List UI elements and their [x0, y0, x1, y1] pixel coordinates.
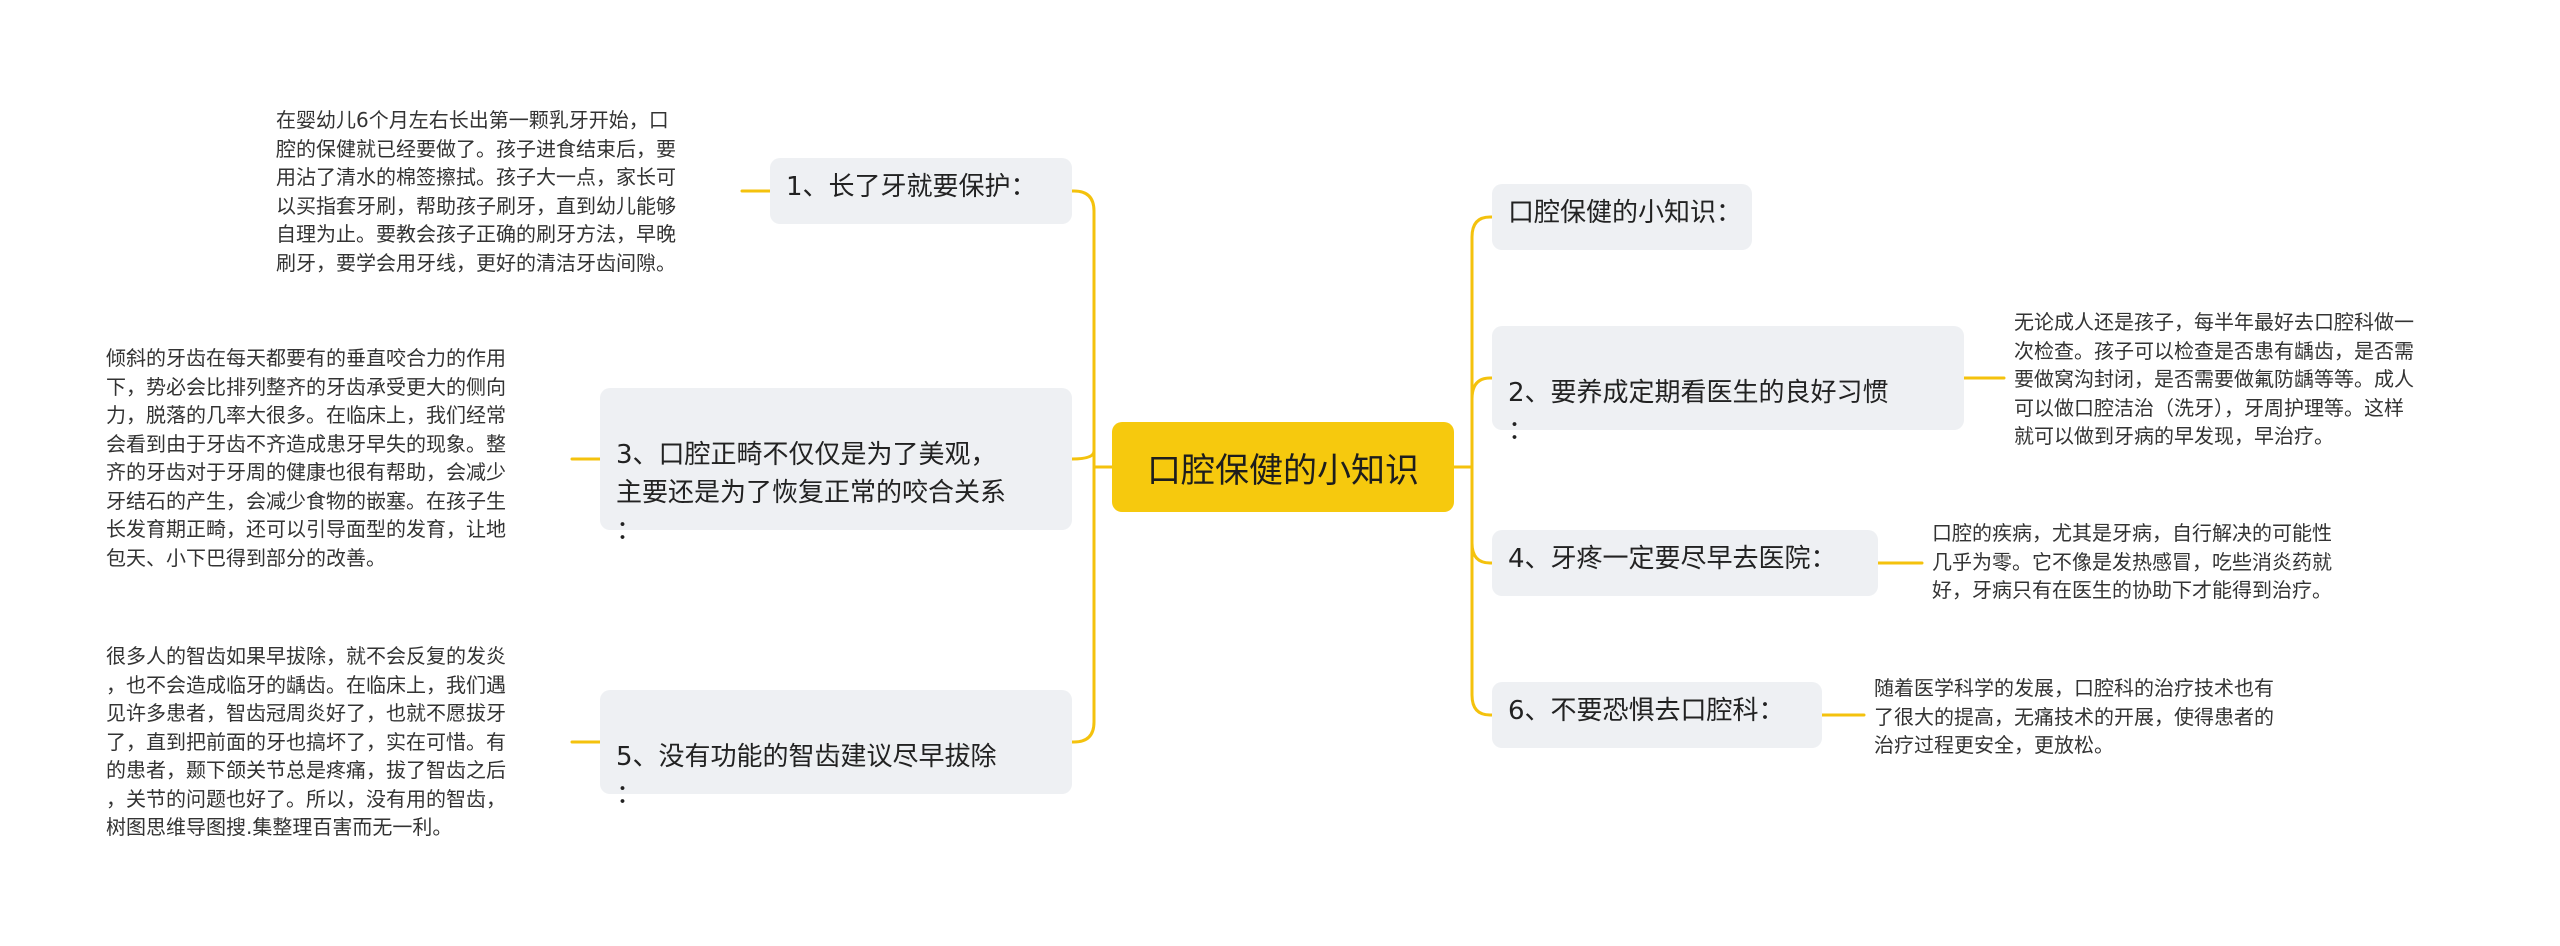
branch-6-detail: 随着医学科学的发展，口腔科的治疗技术也有 了很大的提高，无痛技术的开展，使得患者…	[1874, 676, 2274, 757]
branch-1-node[interactable]: 1、长了牙就要保护：	[770, 158, 1072, 224]
branch-6-label: 6、不要恐惧去口腔科：	[1508, 696, 1785, 726]
branch-5-detail: 很多人的智齿如果早拔除，就不会反复的发炎 ，也不会造成临牙的龋齿。在临床上，我们…	[106, 644, 506, 839]
branch-5-label: 5、没有功能的智齿建议尽早拔除 ：	[616, 742, 997, 810]
branch-2-detail: 无论成人还是孩子，每半年最好去口腔科做一 次检查。孩子可以检查是否患有龋齿，是否…	[2014, 310, 2414, 448]
branch-4-node[interactable]: 4、牙疼一定要尽早去医院：	[1492, 530, 1878, 596]
central-topic[interactable]: 口腔保健的小知识	[1112, 422, 1454, 512]
branch-2-label: 2、要养成定期看医生的良好习惯 ：	[1508, 378, 1889, 446]
branch-3-detail: 倾斜的牙齿在每天都要有的垂直咬合力的作用 下，势必会比排列整齐的牙齿承受更大的侧…	[106, 346, 506, 570]
branch-3-node[interactable]: 3、口腔正畸不仅仅是为了美观， 主要还是为了恢复正常的咬合关系 ：	[600, 388, 1072, 546]
link-root-left-trunk	[1070, 189, 1114, 744]
branch-1-label: 1、长了牙就要保护：	[786, 172, 1037, 202]
branch-5-node[interactable]: 5、没有功能的智齿建议尽早拔除 ：	[600, 690, 1072, 810]
right-title-node[interactable]: 口腔保健的小知识：	[1492, 184, 1752, 250]
branch-4-label: 4、牙疼一定要尽早去医院：	[1508, 544, 1837, 574]
connectors	[570, 189, 2006, 744]
branch-1-detail: 在婴幼儿6个月左右长出第一颗乳牙开始，口 腔的保健就已经要做了。孩子进食结束后，…	[276, 108, 676, 275]
right-title-label: 口腔保健的小知识：	[1508, 198, 1743, 228]
branch-2-node[interactable]: 2、要养成定期看医生的良好习惯 ：	[1492, 326, 1964, 446]
central-topic-label: 口腔保健的小知识	[1147, 450, 1419, 491]
branch-6-node[interactable]: 6、不要恐惧去口腔科：	[1492, 682, 1822, 748]
branch-4-detail: 口腔的疾病，尤其是牙病，自行解决的可能性 几乎为零。它不像是发热感冒，吃些消炎药…	[1932, 521, 2332, 602]
link-root-right-trunk	[1452, 215, 1494, 717]
branch-3-label: 3、口腔正畸不仅仅是为了美观， 主要还是为了恢复正常的咬合关系 ：	[616, 440, 1007, 546]
